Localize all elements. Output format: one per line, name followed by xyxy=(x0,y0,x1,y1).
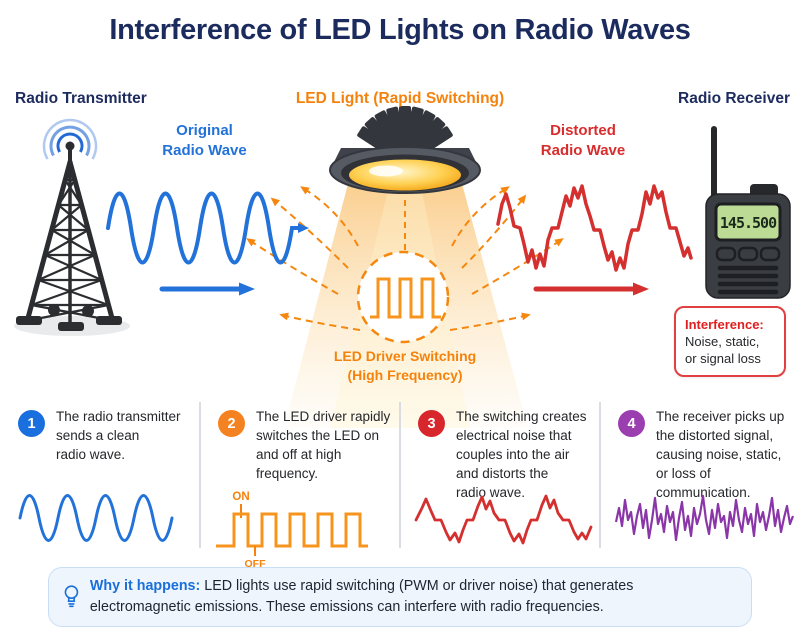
step-4-text: The receiver picks up the distorted sign… xyxy=(656,409,785,500)
frequency-readout: 145.500 xyxy=(720,214,777,232)
on-label: ON xyxy=(232,491,249,503)
step-4: 4 The receiver picks up the distorted si… xyxy=(612,402,798,552)
distorted-wave-mini xyxy=(414,494,593,545)
why-it-happens-banner: Why it happens: LED lights use rapid swi… xyxy=(48,567,752,627)
footer-body: LED lights use rapid switching (PWM or d… xyxy=(89,577,634,615)
led-lamp-illustration xyxy=(329,106,481,194)
original-wave-label: Original Radio Wave xyxy=(162,122,247,159)
interference-text: Noise, static, or signal loss xyxy=(685,334,761,367)
footer-prefix: Why it happens: xyxy=(89,577,201,594)
original-wave-graphic xyxy=(106,191,309,296)
antenna xyxy=(711,126,717,198)
walkie-talkie-illustration: 145.500 xyxy=(705,126,791,299)
step-3-number-badge: 3 xyxy=(418,410,445,437)
step-2: 2 The LED driver rapidly switches the LE… xyxy=(212,402,398,570)
step-1-text: The radio transmitter sends a clean radi… xyxy=(56,409,181,462)
square-wave-mini: ON OFF xyxy=(216,491,368,570)
radio-tower-illustration xyxy=(14,118,130,336)
receiver-header: Radio Receiver xyxy=(678,90,790,107)
speaker-grille xyxy=(717,265,779,295)
step-4-number-badge: 4 xyxy=(618,410,645,437)
step-2-text: The LED driver rapidly switches the LED … xyxy=(256,409,391,481)
emi-arrows xyxy=(246,186,564,331)
led-header: LED Light (Rapid Switching) xyxy=(295,90,505,107)
page-title: Interference of LED Lights on Radio Wave… xyxy=(109,14,691,46)
divider xyxy=(599,402,601,548)
interference-title: Interference: xyxy=(685,317,764,332)
lightbulb-icon xyxy=(64,585,79,608)
divider xyxy=(199,402,201,548)
driver-switching-label: LED Driver Switching (High Frequency) xyxy=(333,348,477,383)
led-lens xyxy=(349,159,461,191)
step-3: 3 The switching creates electrical noise… xyxy=(412,402,598,552)
clean-wave-mini xyxy=(18,494,174,542)
noise-wave-mini xyxy=(614,494,795,542)
step-2-number-badge: 2 xyxy=(218,410,245,437)
pwm-square-wave xyxy=(370,277,441,319)
step-1: 1 The radio transmitter sends a clean ra… xyxy=(12,402,198,552)
driver-switching-circle xyxy=(356,250,450,344)
step-3-text: The switching creates electrical noise t… xyxy=(456,409,587,500)
divider xyxy=(399,402,401,548)
interference-callout: Interference: Noise, static, or signal l… xyxy=(674,306,786,378)
lcd-display xyxy=(714,202,782,242)
distorted-wave-graphic xyxy=(496,184,693,296)
step-1-number-badge: 1 xyxy=(18,410,45,437)
steps-row: 1 The radio transmitter sends a clean ra… xyxy=(0,402,800,570)
footer-text: Why it happens: LED lights use rapid swi… xyxy=(90,576,729,619)
distorted-wave-label: Distorted Radio Wave xyxy=(540,122,626,159)
transmitter-header: Radio Transmitter xyxy=(15,90,147,107)
